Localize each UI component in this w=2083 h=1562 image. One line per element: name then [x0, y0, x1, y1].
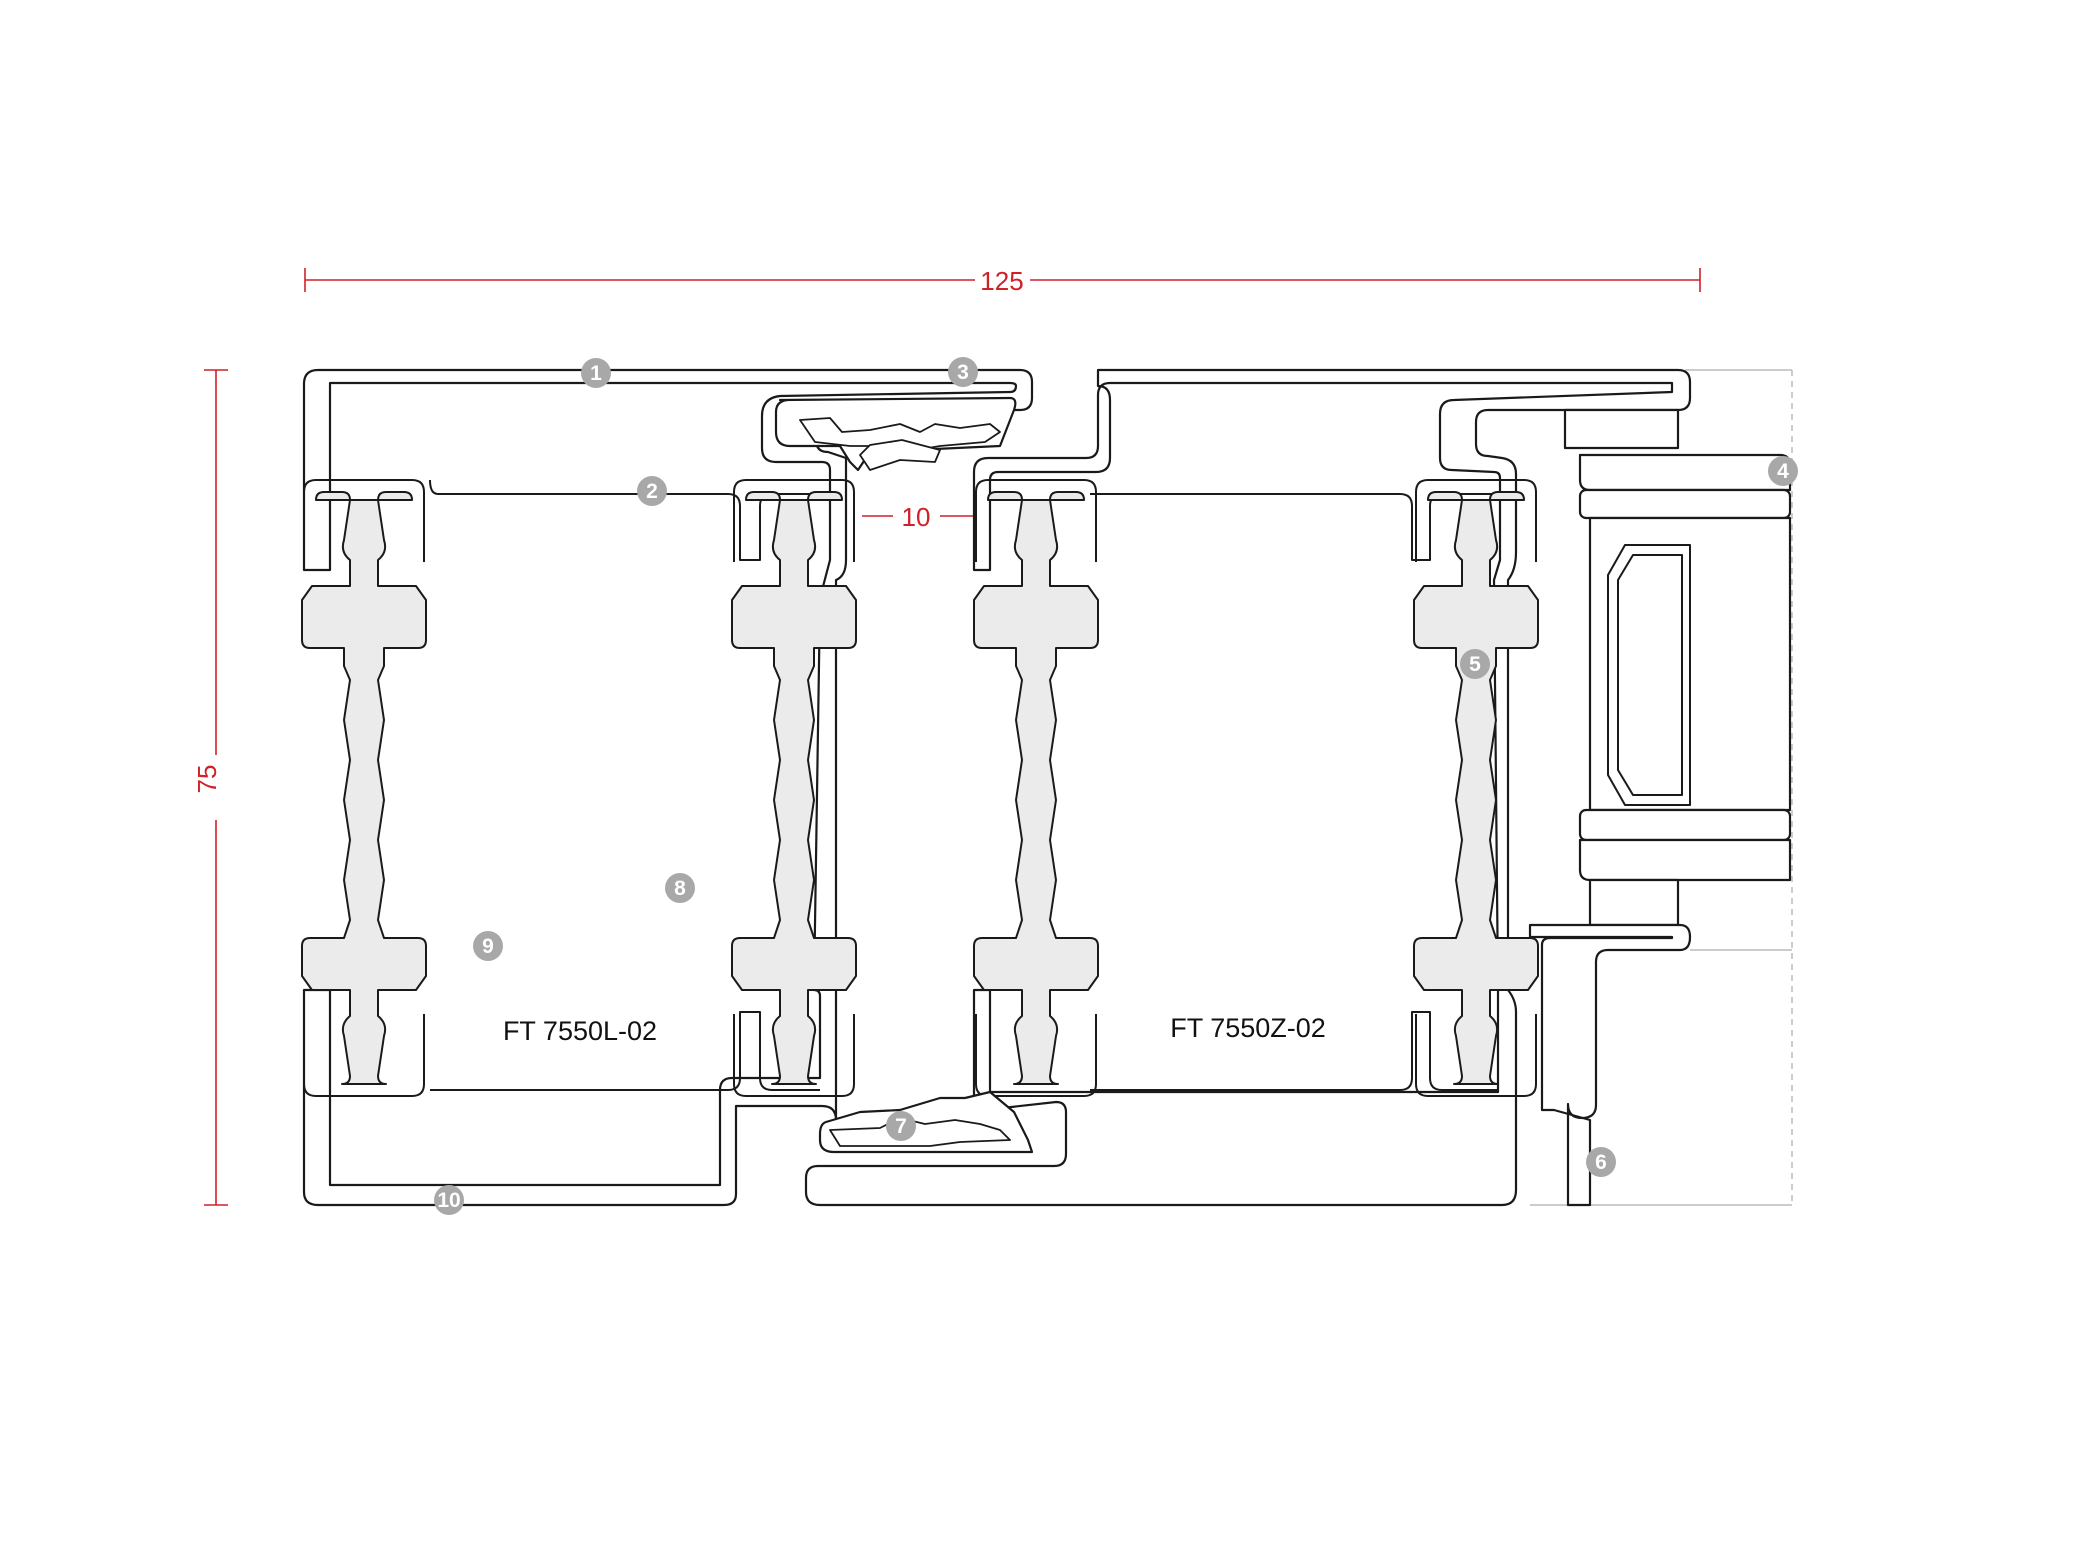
callout-badge: 5 — [1460, 649, 1490, 679]
strut-pocket-outline — [975, 1014, 1097, 1097]
callout-badge: 7 — [886, 1111, 916, 1141]
strut-pocket-outline — [1415, 1014, 1537, 1097]
callout-circle — [1768, 456, 1798, 486]
thermal-break-strut — [1413, 479, 1539, 1097]
dimension-height: 75 — [192, 369, 228, 1206]
strut-pocket-outline — [1415, 479, 1537, 562]
callout-badge: 6 — [1586, 1147, 1616, 1177]
callout-circle — [948, 357, 978, 387]
callout-badges: 1 2 3 4 5 6 7 8 9 10 — [434, 357, 1798, 1215]
thermal-break-strut-body — [731, 491, 857, 1085]
dimension-height-label: 75 — [192, 765, 222, 794]
callout-circle — [434, 1185, 464, 1215]
callout-number: 10 — [437, 1189, 460, 1212]
callout-number: 8 — [674, 877, 686, 900]
right-profile-inner-chamber — [1090, 493, 1498, 1091]
callout-circle — [473, 931, 503, 961]
right-profile-outer — [804, 368, 1692, 1207]
callout-badge: 2 — [637, 476, 667, 506]
strut-pocket-outline — [303, 479, 425, 562]
callout-badge: 10 — [434, 1185, 464, 1215]
callout-number: 5 — [1469, 653, 1481, 676]
callout-number: 7 — [895, 1115, 907, 1138]
left-profile-inner-chamber — [429, 479, 836, 1091]
glazing-unit — [1528, 408, 1792, 1207]
callout-badge: 4 — [1768, 456, 1798, 486]
callout-number: 1 — [590, 362, 602, 385]
dimension-width-label: 125 — [980, 266, 1023, 296]
thermal-break-strut — [731, 479, 857, 1097]
thermal-break-strut-body — [1413, 491, 1539, 1085]
callout-badge: 8 — [665, 873, 695, 903]
thermal-break-strut-body — [973, 491, 1099, 1085]
bottom-gasket-assembly — [818, 1090, 1034, 1154]
strut-pocket-outline — [733, 1014, 855, 1097]
callout-circle — [1586, 1147, 1616, 1177]
callout-badge: 1 — [581, 358, 611, 388]
strut-pocket-outline — [975, 479, 1097, 562]
callout-circle — [1460, 649, 1490, 679]
callout-circle — [665, 873, 695, 903]
strut-pocket-outline — [733, 479, 855, 562]
dimension-gap-label: 10 — [902, 502, 931, 532]
callout-number: 4 — [1777, 460, 1789, 483]
callout-number: 9 — [482, 935, 494, 958]
callout-number: 2 — [646, 480, 658, 503]
callout-circle — [886, 1111, 916, 1141]
top-gasket-assembly — [774, 396, 1017, 472]
dimension-width: 125 — [304, 266, 1701, 296]
thermal-break-strut — [973, 479, 1099, 1097]
callout-number: 6 — [1595, 1151, 1607, 1174]
callout-circle — [637, 476, 667, 506]
callout-badge: 9 — [473, 931, 503, 961]
dimension-gap: 10 — [862, 502, 975, 532]
thermal-break-struts — [301, 479, 1539, 1097]
thermal-break-strut — [301, 479, 427, 1097]
callout-badge: 3 — [948, 357, 978, 387]
left-profile-outer — [302, 368, 1034, 1207]
callout-number: 3 — [957, 361, 969, 384]
right-profile-label: FT 7550Z-02 — [1170, 1013, 1326, 1043]
strut-pocket-outline — [303, 1014, 425, 1097]
thermal-break-strut-body — [301, 491, 427, 1085]
left-profile-label: FT 7550L-02 — [503, 1016, 657, 1046]
callout-circle — [581, 358, 611, 388]
